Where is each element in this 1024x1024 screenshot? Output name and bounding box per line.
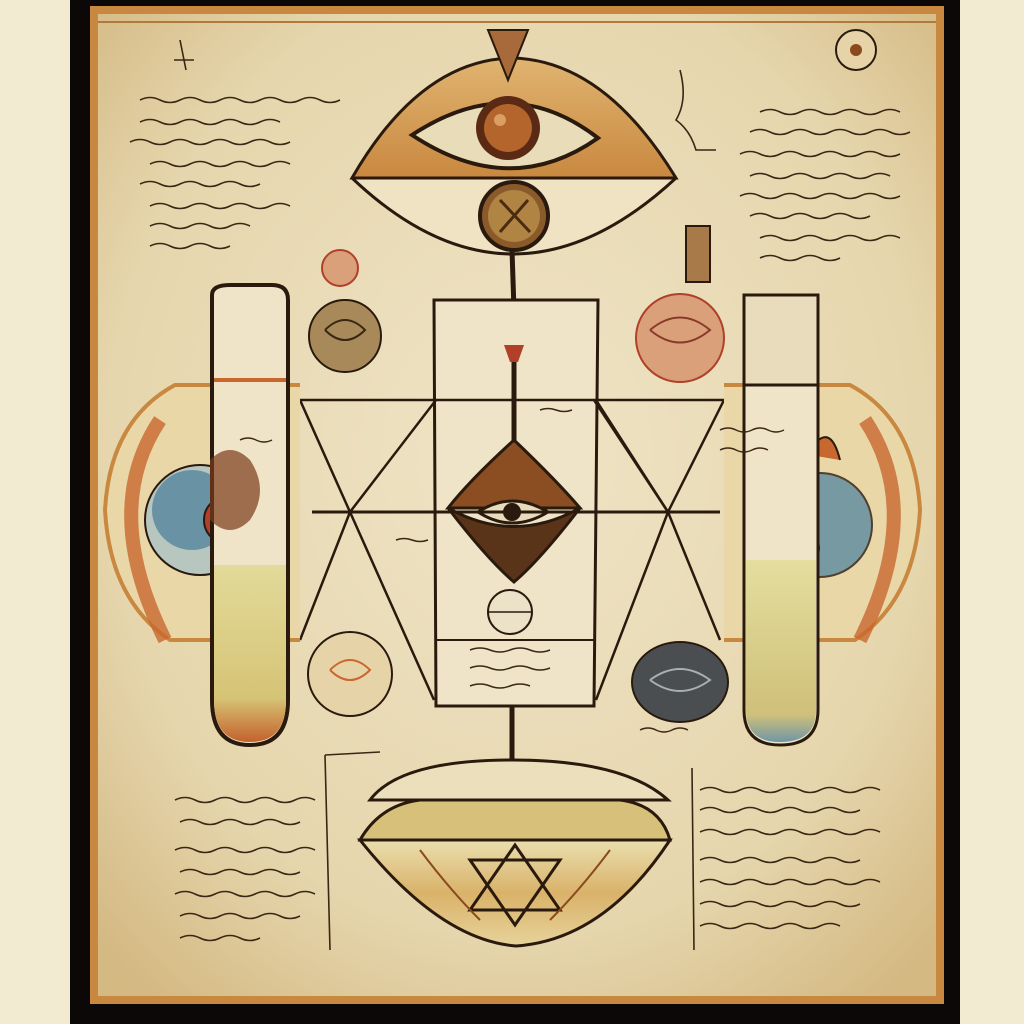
script-bottom-left <box>174 751 381 951</box>
left-flask-icon <box>210 283 290 748</box>
script-top-left <box>129 39 341 250</box>
geometric-lines <box>298 398 726 701</box>
script-top-right <box>674 69 911 262</box>
top-eye-dome <box>349 29 679 256</box>
right-flask-icon <box>742 293 820 747</box>
script-bottom-right <box>691 767 881 951</box>
script-annotations <box>239 427 785 733</box>
globe-basin-icon <box>356 706 673 948</box>
sun-disc-icon <box>478 180 550 311</box>
medallions <box>307 29 877 723</box>
